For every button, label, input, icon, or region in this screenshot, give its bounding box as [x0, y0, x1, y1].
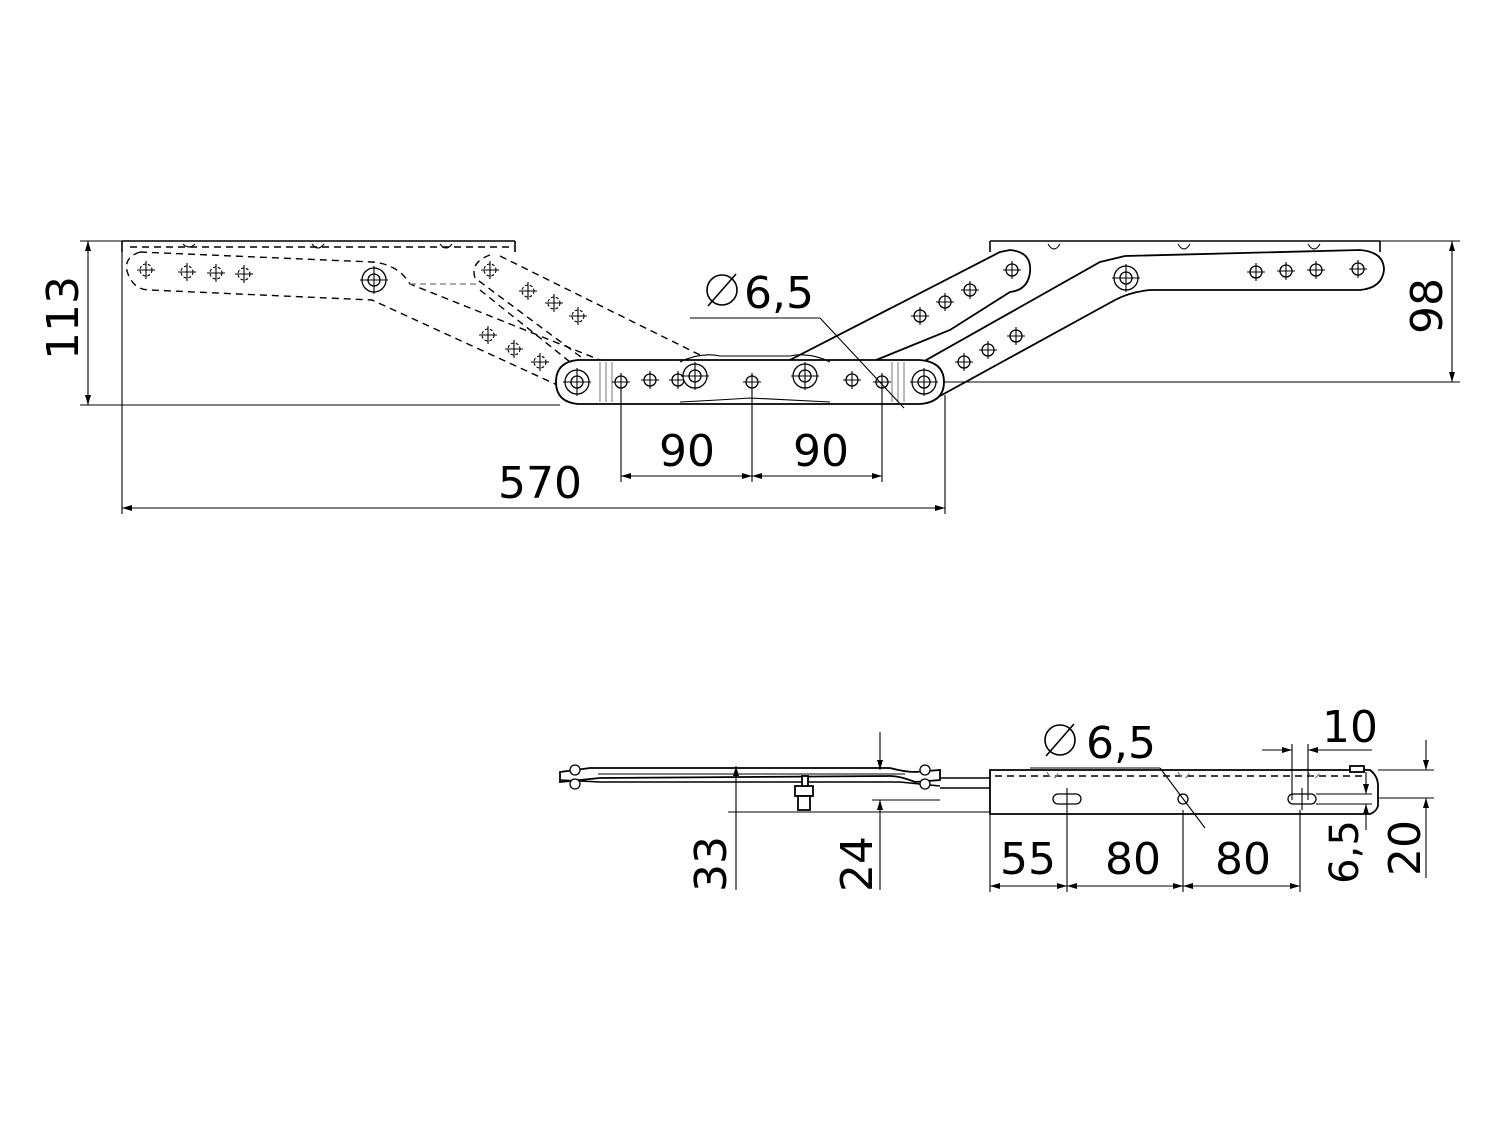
dim-98: 98 [944, 240, 1460, 383]
dim-90-left-label: 90 [659, 426, 715, 477]
dim-570: 570 [121, 252, 946, 514]
dim-90-right-label: 90 [793, 426, 849, 477]
dim-10-label: 10 [1322, 702, 1378, 753]
dim-20-label: 20 [1380, 820, 1431, 876]
dim-55-80-80: 55 80 80 [989, 810, 1301, 892]
left-mounting-plate [121, 240, 516, 252]
right-lower-arm [903, 249, 1385, 398]
side-mounting-plate [989, 765, 1379, 815]
dim-33: 33 [686, 766, 990, 892]
dim-113: 113 [38, 240, 560, 406]
right-mounting-plate [989, 240, 1381, 252]
dim-slot-height: 6,5 [1316, 772, 1372, 884]
top-view: 113 98 6,5 90 90 [38, 240, 1460, 514]
left-arm-ghost [125, 251, 701, 401]
side-view: 33 24 6,5 55 80 80 [559, 702, 1434, 892]
dim-33-label: 33 [686, 836, 737, 892]
side-arm-assembly [559, 764, 990, 811]
dim-55-label: 55 [1000, 834, 1056, 885]
dim-80-a-label: 80 [1105, 834, 1161, 885]
dim-98-label: 98 [1402, 278, 1453, 334]
center-link-bar [555, 354, 945, 405]
dim-113-label: 113 [38, 276, 89, 360]
right-upper-arm [788, 249, 1032, 384]
dim-24-label: 24 [832, 836, 883, 892]
dim-10: 10 [1262, 702, 1378, 800]
hole-diameter-side-label: 6,5 [1086, 718, 1156, 769]
dim-570-label: 570 [498, 458, 582, 509]
dim-hole-diameter-side: 6,5 [1030, 718, 1206, 829]
hole-diameter-top-label: 6,5 [744, 268, 814, 319]
dim-20: 20 [1378, 740, 1434, 878]
dim-90-90: 90 90 [620, 390, 883, 482]
dim-24: 24 [832, 732, 940, 892]
dim-80-b-label: 80 [1215, 834, 1271, 885]
dim-hole-diameter-top: 6,5 [690, 268, 905, 409]
dim-slot-height-label: 6,5 [1322, 820, 1368, 884]
